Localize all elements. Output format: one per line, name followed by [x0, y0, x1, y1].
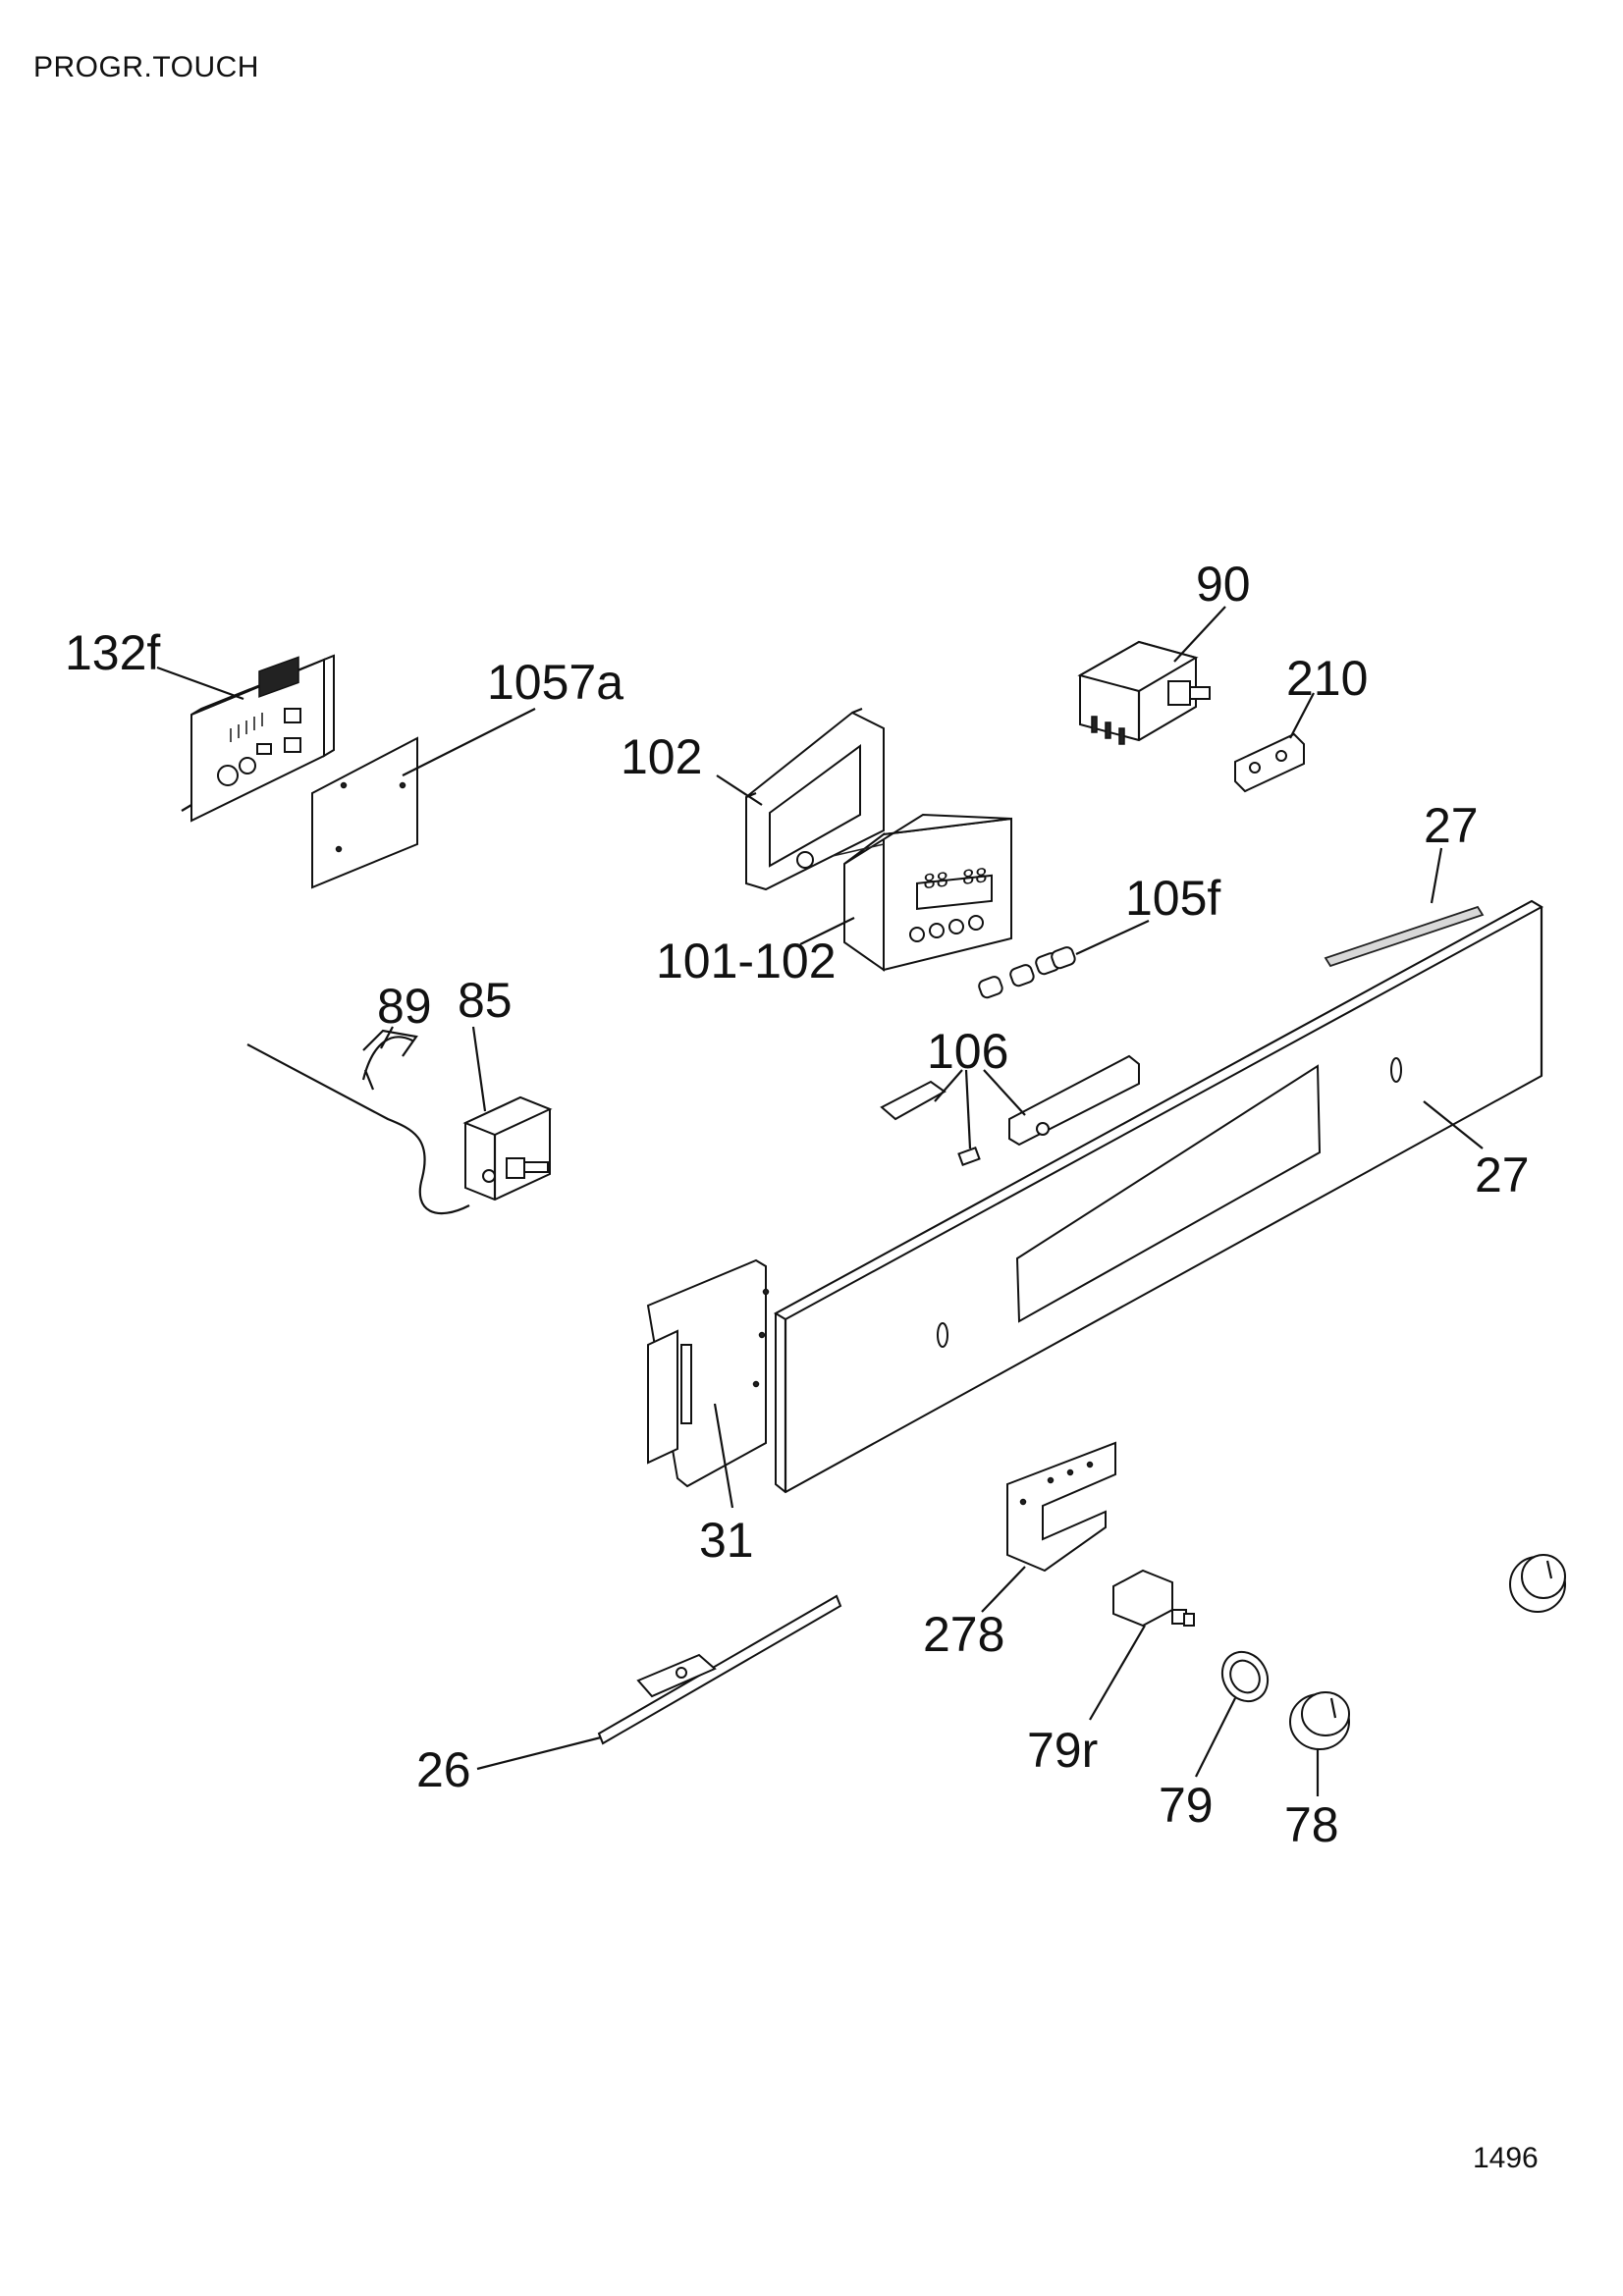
- part-rail: [597, 1594, 842, 1745]
- part-knob: [1289, 1691, 1350, 1750]
- callout-27-panel: 27: [1475, 1148, 1530, 1202]
- callout-102: 102: [621, 729, 702, 784]
- callout-79: 79: [1159, 1778, 1214, 1833]
- callout-79r: 79r: [1027, 1723, 1098, 1778]
- callout-132f: 132f: [65, 625, 160, 680]
- callout-105f: 105f: [1125, 871, 1220, 926]
- part-lamp-holder: [880, 1054, 1140, 1166]
- part-knob-spare: [1509, 1554, 1566, 1613]
- callout-210: 210: [1286, 651, 1368, 706]
- callout-90: 90: [1196, 557, 1251, 612]
- part-knob-ring: [1220, 1650, 1270, 1703]
- callout-101-102: 101-102: [656, 934, 837, 988]
- callout-89: 89: [377, 979, 432, 1034]
- callout-106: 106: [927, 1024, 1008, 1079]
- callout-78: 78: [1284, 1797, 1339, 1852]
- callout-1057a: 1057a: [487, 655, 623, 710]
- part-push-switch: [1112, 1569, 1195, 1628]
- part-selector-switch: [1077, 640, 1211, 745]
- part-push-buttons: [978, 946, 1076, 999]
- part-display-frame: [745, 707, 885, 891]
- callout-27-strip: 27: [1424, 798, 1479, 853]
- part-programmer-display: 88 88: [832, 813, 1012, 972]
- part-trim-strip: [1324, 905, 1485, 968]
- part-control-board: [181, 654, 335, 823]
- callout-31: 31: [699, 1513, 754, 1568]
- part-bracket: [1234, 732, 1305, 793]
- part-side-bracket: [646, 1258, 770, 1488]
- part-control-panel: [773, 899, 1544, 1494]
- part-switch-bracket: [1006, 1441, 1116, 1573]
- callout-26: 26: [416, 1742, 471, 1797]
- callout-278: 278: [923, 1607, 1004, 1662]
- part-thermostat-clip: [362, 1029, 418, 1091]
- part-insulating-sheet: [311, 736, 418, 889]
- part-thermostat: [246, 1036, 553, 1215]
- callout-85: 85: [458, 973, 513, 1028]
- page-header-title: PROGR.TOUCH: [33, 51, 259, 83]
- page-number: 1496: [1473, 2142, 1539, 2174]
